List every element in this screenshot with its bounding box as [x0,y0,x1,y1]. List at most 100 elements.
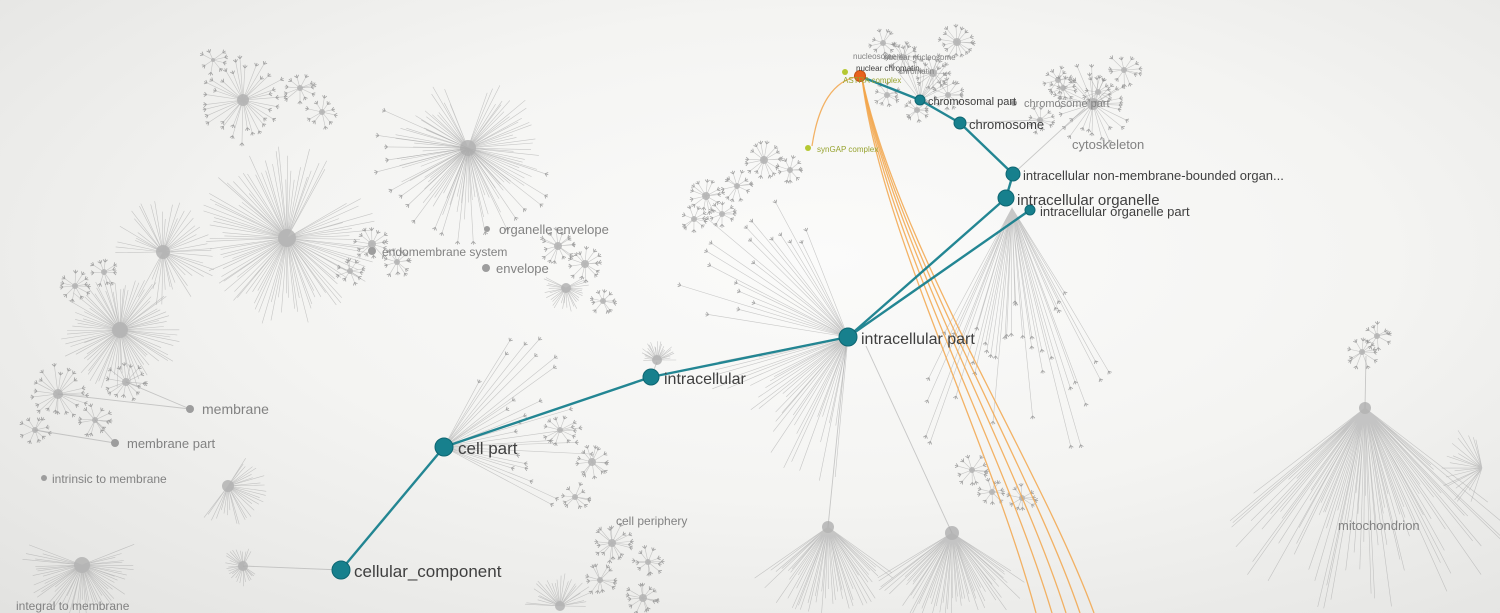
graph-node-intracellular-organelle-part[interactable] [1024,204,1036,216]
cluster-hub-node[interactable] [734,183,740,189]
path-label-cell-part[interactable]: cell part [458,439,518,458]
term-label-nuclear-chromatin[interactable]: nuclear chromatin [856,64,920,73]
cluster-hub-node[interactable] [1121,67,1127,73]
cluster-hub-node[interactable] [74,557,90,573]
cluster-hub-node[interactable] [561,283,571,293]
cluster-hub-node[interactable] [581,260,589,268]
term-label-nucleosome[interactable]: nucleosome [853,52,897,61]
graph-node-cell-part[interactable] [434,437,454,457]
cluster-hub-node[interactable] [222,480,234,492]
term-label-membrane[interactable]: membrane [202,401,269,417]
term-node-gray[interactable] [1011,100,1017,106]
term-label-endomembrane-system[interactable]: endomembrane system [382,245,507,259]
graph-node-chromosomal-part[interactable] [914,94,926,106]
cluster-hub-node[interactable] [555,601,565,611]
cluster-hub-node[interactable] [608,539,616,547]
term-node-gray[interactable] [41,475,47,481]
term-label-cell-periphery[interactable]: cell periphery [616,514,687,528]
cluster-hub-node[interactable] [278,229,296,247]
cluster-hub-node[interactable] [101,269,107,275]
term-label-intrinsic-to-membrane[interactable]: intrinsic to membrane [52,472,167,486]
cluster-hub-node[interactable] [1060,85,1066,91]
cluster-hub-node[interactable] [72,283,78,289]
cluster-hub-node[interactable] [1374,333,1380,339]
cluster-leaf-ticks [923,291,1112,449]
graph-node-cellular-component[interactable] [331,560,351,580]
term-node-gray[interactable] [186,405,194,413]
graph-node-intracellular-organelle[interactable] [997,189,1015,207]
cluster-hub-node[interactable] [953,38,961,46]
term-label-mitochondrion[interactable]: mitochondrion [1338,518,1420,533]
cluster-hub-node[interactable] [787,167,793,173]
cluster-spokes [443,339,591,505]
path-label-chromosomal-part[interactable]: chromosomal part [928,96,1016,108]
path-label-cellular-component[interactable]: cellular_component [354,562,502,581]
term-label-astra-complex[interactable]: ASTRA complex [843,76,901,85]
selected-term-node[interactable] [854,70,866,82]
cluster-spokes [871,31,894,52]
cluster-hub-node[interactable] [760,156,768,164]
term-node-gray[interactable] [484,226,490,232]
cluster-hub-node[interactable] [969,467,975,473]
cluster-hub-node[interactable] [719,211,725,217]
cluster-hub-node[interactable] [989,489,995,495]
cluster-hub-node[interactable] [652,355,662,365]
graph-node-intracellular[interactable] [642,368,660,386]
cluster-hub-node[interactable] [156,245,170,259]
cluster-hub-node[interactable] [557,427,563,433]
path-label-chromosome[interactable]: chromosome [969,117,1044,132]
path-label-intracellular-organelle-part[interactable]: intracellular organelle part [1040,204,1190,219]
complex-node-green[interactable] [842,69,848,75]
cluster-hub-node[interactable] [884,92,890,98]
cluster-hub-node[interactable] [914,107,920,113]
term-label-chromosome-part[interactable]: chromosome part [1024,98,1110,110]
term-node-gray[interactable] [368,247,376,255]
graph-node-chromosome[interactable] [953,116,967,130]
cluster-hub-node[interactable] [645,559,651,565]
cluster-hub-node[interactable] [1359,349,1365,355]
term-label-cytoskeleton[interactable]: cytoskeleton [1072,137,1144,152]
graph-node-intracellular-non-membrane-bounded-organ[interactable] [1005,166,1021,182]
term-label-nuclear-nucleosome[interactable]: nuclear nucleosome [884,53,956,62]
path-label-intracellular[interactable]: intracellular [664,371,746,388]
cluster-hub-node[interactable] [554,242,562,250]
cluster-hub-node[interactable] [880,40,886,46]
cluster-hub-node[interactable] [368,240,376,248]
graph-node-intracellular-part[interactable] [838,327,858,347]
term-node-gray[interactable] [111,439,119,447]
complex-node-green[interactable] [805,145,811,151]
cluster-hub-node[interactable] [572,494,578,500]
cluster-spokes [543,276,589,312]
cluster-leaf-ticks [775,155,804,184]
cluster-hub-node[interactable] [691,216,697,222]
cluster-hub-node[interactable] [702,192,710,200]
term-label-chromatin[interactable]: chromatin [899,67,934,76]
term-label-organelle-envelope[interactable]: organelle envelope [499,222,609,237]
term-label-syngap-complex[interactable]: synGAP complex [817,145,878,154]
cluster-leaf-ticks [283,74,317,105]
cluster-hub-node[interactable] [211,58,215,62]
cluster-hub-node[interactable] [639,594,647,602]
cluster-hub-node[interactable] [112,322,128,338]
term-label-membrane-part[interactable]: membrane part [127,436,216,451]
path-label-intracellular-part[interactable]: intracellular part [861,331,975,348]
path-label-intracellular-non-membrane-bounded-organ[interactable]: intracellular non-membrane-bounded organ… [1023,168,1284,183]
term-node-gray[interactable] [482,264,490,272]
term-label-envelope[interactable]: envelope [496,261,549,276]
cluster-hub-node[interactable] [1095,89,1101,95]
cluster-spokes [693,182,722,212]
cluster-hub-node[interactable] [297,85,303,91]
cluster-spokes [564,485,588,506]
cluster-hub-node[interactable] [319,109,325,115]
path-label-intracellular-organelle[interactable]: intracellular organelle [1017,192,1160,209]
cluster-hub-node[interactable] [347,268,353,274]
cluster-hub-node[interactable] [394,259,400,265]
term-label-integral-to-membrane[interactable]: integral to membrane [16,599,130,613]
cluster-hub-node[interactable] [588,458,596,466]
cluster-hub-node[interactable] [597,577,603,583]
cluster-hub-node[interactable] [945,92,951,98]
cluster-hub-node[interactable] [237,94,249,106]
cluster-hub-node[interactable] [600,298,606,304]
